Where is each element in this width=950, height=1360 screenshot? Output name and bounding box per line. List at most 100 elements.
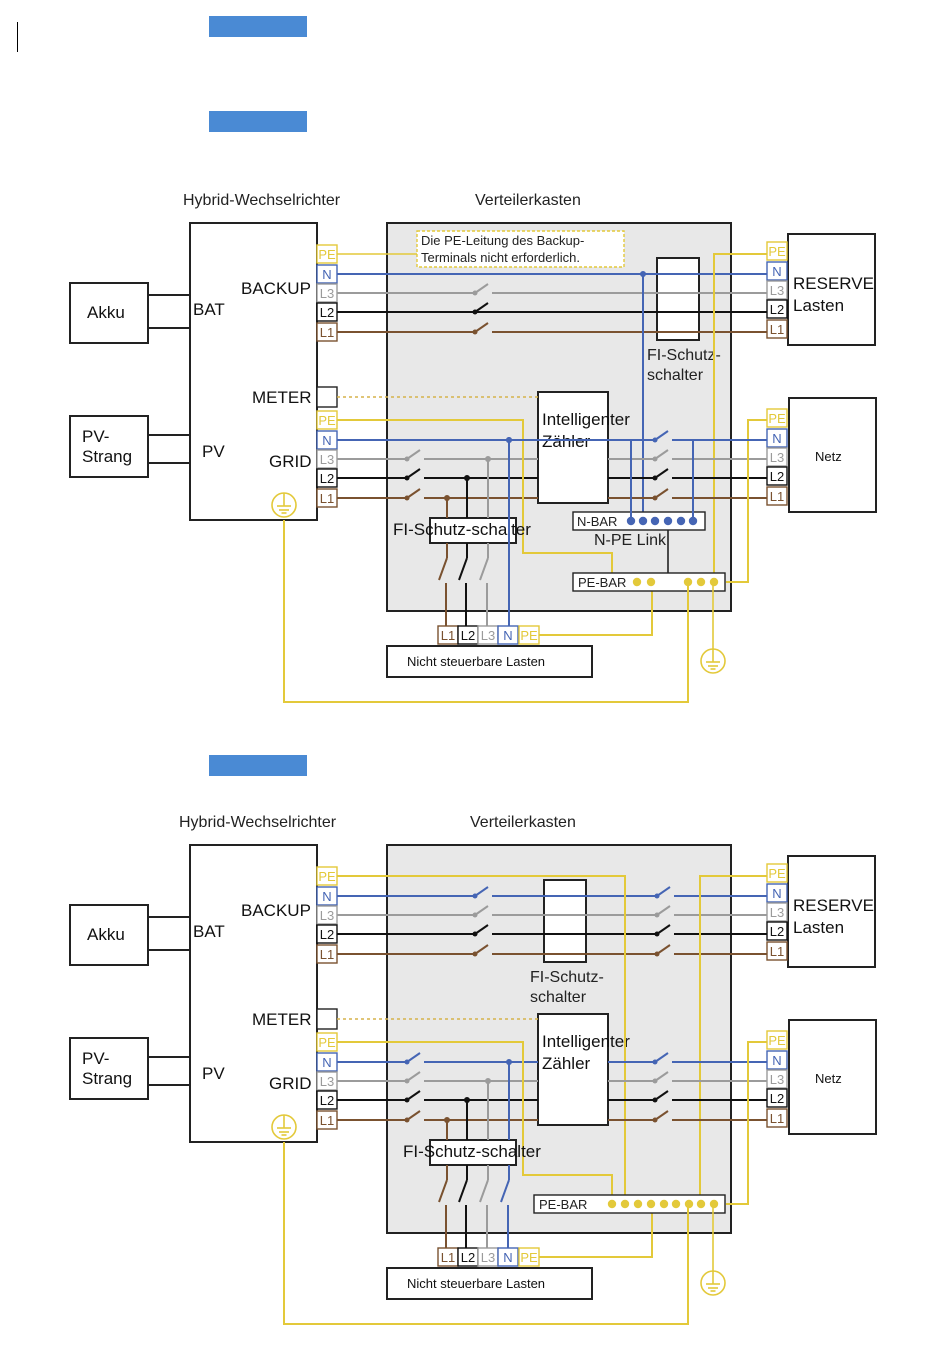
wire xyxy=(283,1142,689,1325)
wire xyxy=(692,439,767,521)
wire xyxy=(479,1179,489,1203)
wire xyxy=(458,557,468,581)
terminal-label: L2 xyxy=(770,469,784,484)
terminal-label: N xyxy=(503,628,512,643)
reserve-terminal-l2 xyxy=(766,299,788,319)
junction-dot xyxy=(659,1199,669,1209)
section-header-bar-2 xyxy=(209,111,307,132)
terminal-label: PE xyxy=(768,244,786,259)
terminal-label: L3 xyxy=(320,286,334,301)
terminal-label: PE xyxy=(520,628,538,643)
wire xyxy=(406,1052,421,1063)
smart-meter-label: Zähler xyxy=(542,1054,591,1073)
reserve-label: RESERVE xyxy=(793,274,874,293)
wire xyxy=(699,875,767,1204)
netz-terminal-l2 xyxy=(766,466,788,486)
wire xyxy=(539,582,653,636)
reserve-terminal-l1 xyxy=(766,319,788,339)
reserve-terminal-pe xyxy=(766,241,788,261)
wire xyxy=(713,253,767,582)
reserve-terminal-l1 xyxy=(766,941,788,961)
terminal-label: N xyxy=(322,1055,331,1070)
wire xyxy=(539,1204,653,1258)
reserve-loads-box xyxy=(787,233,876,346)
junction-dot xyxy=(646,1199,656,1209)
wire xyxy=(656,944,671,955)
junction-dot xyxy=(696,577,706,587)
wire xyxy=(656,924,671,935)
junction-dot xyxy=(676,516,686,526)
smart-meter-label: Intelligenter xyxy=(542,1032,630,1051)
reserve-label: Lasten xyxy=(793,918,844,937)
terminal-label: L3 xyxy=(481,628,495,643)
terminal-label: L3 xyxy=(770,283,784,298)
inverter-title: Hybrid-Wechselrichter xyxy=(183,192,341,209)
terminal-label: L3 xyxy=(770,1072,784,1087)
junction-dot xyxy=(663,516,673,526)
netz-terminal-l1 xyxy=(766,1108,788,1128)
wire xyxy=(479,557,489,581)
netz-terminal-pe xyxy=(766,408,788,428)
netz-terminal-l1 xyxy=(766,486,788,506)
terminal-label: L1 xyxy=(320,947,334,962)
terminal-label: L2 xyxy=(770,1091,784,1106)
wire xyxy=(458,1179,468,1203)
terminal-label: PE xyxy=(768,411,786,426)
netz-label: Netz xyxy=(815,1071,842,1086)
netz-terminal-n xyxy=(766,1050,788,1070)
junction-dot xyxy=(640,271,646,277)
pe-bar xyxy=(533,1194,726,1214)
junction-dot xyxy=(632,577,642,587)
junction-dot xyxy=(709,1199,719,1209)
backup-label: BACKUP xyxy=(241,901,311,920)
junction-dot xyxy=(650,516,660,526)
terminal-label: L1 xyxy=(441,1250,455,1265)
pe-note-box xyxy=(416,230,625,268)
grid-netz-box xyxy=(788,1019,877,1135)
wire xyxy=(726,1041,767,1205)
terminal-label: N xyxy=(772,1053,781,1068)
wire xyxy=(283,520,689,703)
pv-label: PV xyxy=(202,442,225,461)
junction-dot xyxy=(607,1199,617,1209)
meter-terminal xyxy=(316,386,338,408)
wire xyxy=(474,886,489,897)
terminal-label: L2 xyxy=(461,628,475,643)
terminal-label: L2 xyxy=(320,1093,334,1108)
rcd-top-label: FI-Schutz- xyxy=(647,347,721,364)
smart-meter-box xyxy=(537,391,609,504)
rcd-top-box xyxy=(543,879,587,963)
terminal-label: L1 xyxy=(770,489,784,504)
grid-netz-box xyxy=(788,397,877,513)
wire xyxy=(474,905,489,916)
reserve-terminal-l3 xyxy=(766,902,788,922)
n-pe-link-label: N-PE Link xyxy=(594,532,667,549)
wire xyxy=(474,283,489,294)
text-cursor xyxy=(17,22,18,52)
terminal-label: L3 xyxy=(320,908,334,923)
junction-dot xyxy=(646,577,656,587)
wire xyxy=(654,1052,669,1063)
distribution-box-title: Verteilerkasten xyxy=(470,814,576,831)
terminal-label: PE xyxy=(318,869,336,884)
smart-meter-label: Intelligenter xyxy=(542,410,630,429)
rcd-bottom-label: FI-Schutz-schalter xyxy=(403,1142,541,1161)
reserve-label: Lasten xyxy=(793,296,844,315)
grid-label: GRID xyxy=(269,452,312,471)
wire xyxy=(654,430,669,441)
non-controllable-loads-box xyxy=(386,1267,593,1300)
reserve-loads-box xyxy=(787,855,876,968)
reserve-terminal-n xyxy=(766,883,788,903)
rcd-bottom-box xyxy=(429,1139,517,1166)
wire xyxy=(337,1041,613,1204)
wire xyxy=(406,1090,421,1101)
terminal-label: N xyxy=(503,1250,512,1265)
terminal-label: PE xyxy=(768,866,786,881)
rcd-top-label: schalter xyxy=(647,367,704,384)
terminal-label: L2 xyxy=(320,927,334,942)
grid-label: GRID xyxy=(269,1074,312,1093)
wire xyxy=(337,419,613,582)
terminal-label: N xyxy=(322,267,331,282)
